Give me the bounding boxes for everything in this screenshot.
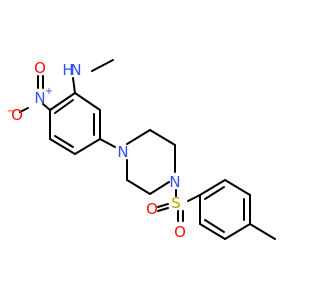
atom-label-nitro-n-charge: + [45,86,53,97]
atom-label-nh-h: H [62,61,73,79]
bond-ring2-e2 [204,219,225,233]
bond-ring2-e [199,223,226,240]
atom-label-o-minus-charge: − [7,106,15,117]
atom-label-s: S [171,194,181,212]
atom-label-nitro-n: N [34,89,45,107]
bond-s-o1-a [157,207,169,212]
atom-label-o-s1: O [146,200,158,218]
bond-nh-ring [72,77,76,94]
bond-nitro-ominus [19,107,29,113]
bond-ring1-f2 [54,99,74,114]
bond-pip-a [126,129,151,145]
atom-label-o-s2: O [174,223,186,241]
atom-label-o-double: O [34,59,46,77]
atom-label-pip-n2: N [169,173,180,191]
bond-ring-nitro [42,103,51,111]
bond-ring2-b [224,179,251,196]
molecule-canvas: N H N + O − O N N S O O [7,59,276,241]
bond-ring2-a [199,179,226,196]
bond-ring2-a2 [204,186,225,200]
bond-ring1-d [49,138,76,155]
bond-s-o1-b [157,203,169,208]
bond-ring1-f [49,92,76,111]
bond-ring-pipn [99,138,116,148]
bond-ring2-methyl [249,223,276,240]
atom-label-o-minus: O [11,106,23,124]
molecule-structure: N H N + O − O N N S O O [7,59,276,241]
atom-label-pip-n1: N [117,143,128,161]
bond-ring1-d2 [54,135,74,148]
bond-pip-b [149,129,176,146]
bond-ring2-d [224,223,251,240]
bond-methyl-nh [91,59,114,72]
bond-s-ring2 [187,194,201,202]
bond-ring1-a [74,92,101,111]
bond-pip-f [149,181,170,195]
bond-ring1-c [74,138,101,155]
atom-label-nh: N [70,61,81,79]
bond-pip-e [126,179,151,195]
